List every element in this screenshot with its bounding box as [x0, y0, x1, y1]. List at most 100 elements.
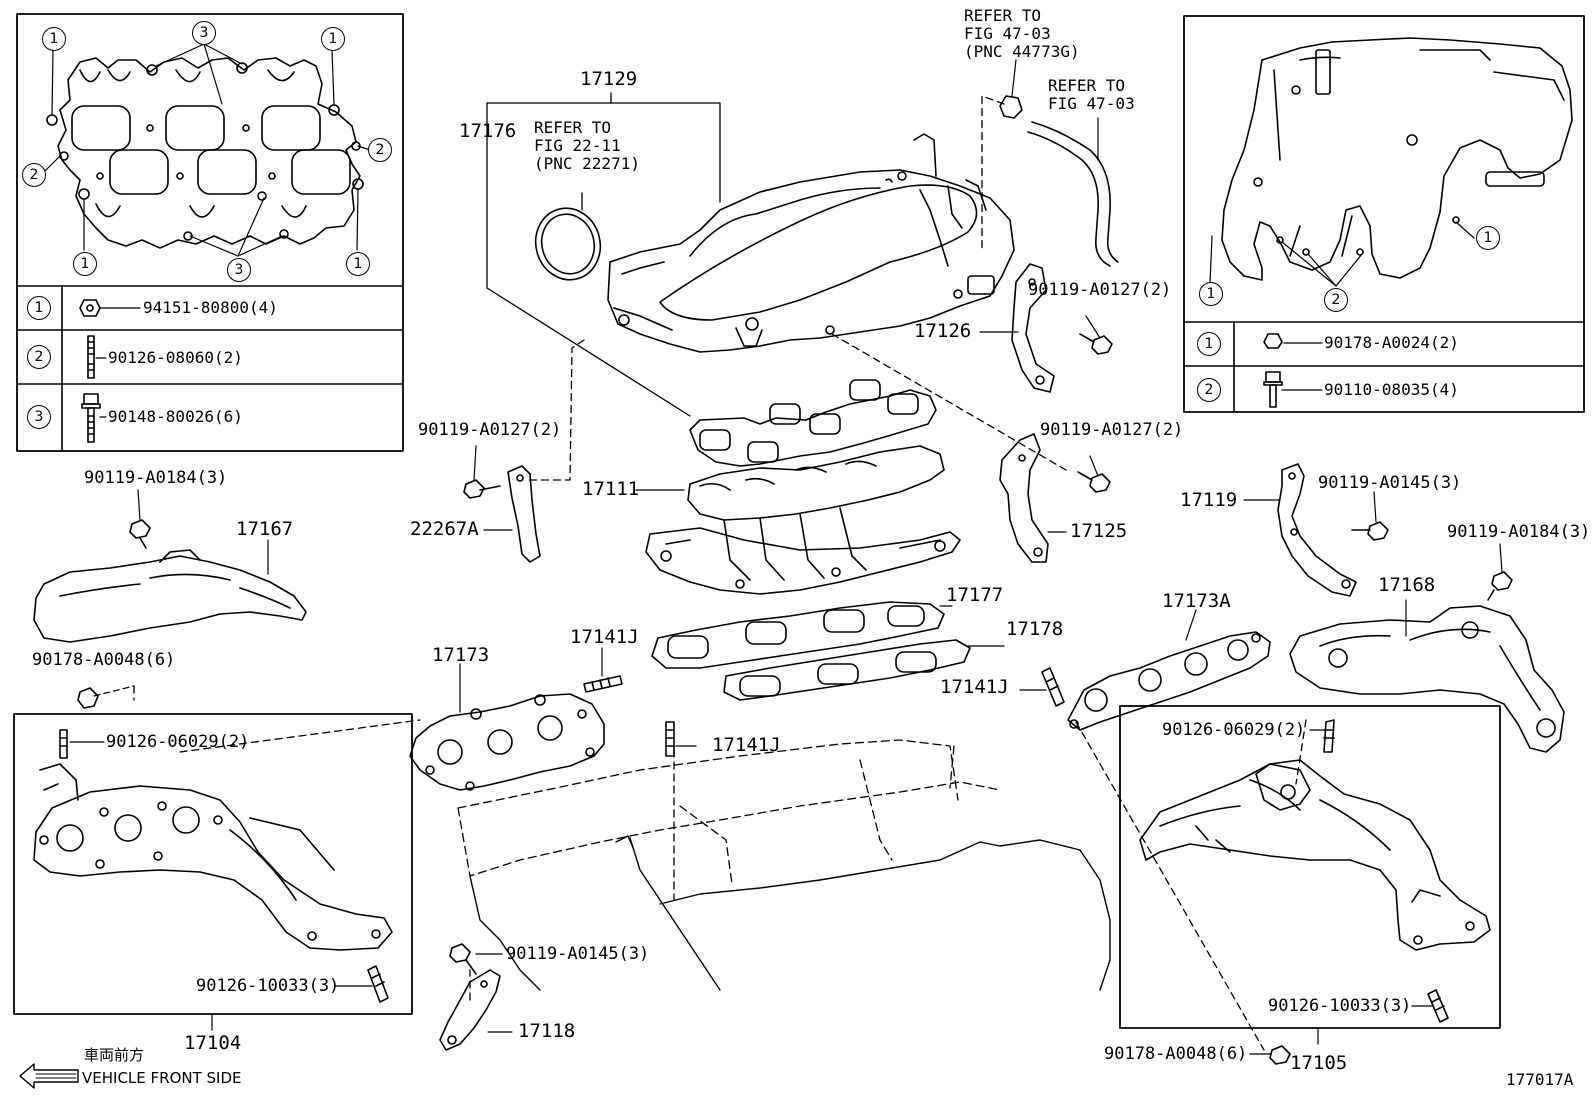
part-label-90126-06029-l: 90126-06029(2) [106, 732, 250, 752]
bolt-90119-a0184-r-drawing [1487, 543, 1513, 601]
dashed-leaders [133, 95, 1307, 1051]
refer-note-44773g: REFER TO FIG 47-03 (PNC 44773G) [964, 6, 1080, 61]
plenum-rear-view-drawing [1221, 37, 1573, 281]
legend-nut-icon [79, 299, 101, 317]
bracket-17126-drawing [979, 263, 1055, 393]
part-label-17125: 17125 [1070, 520, 1128, 542]
part-label-90119-a0145-b: 90119-A0145(3) [506, 944, 650, 964]
intake-plenum-drawing [607, 133, 1015, 353]
part-label-17177: 17177 [946, 584, 1004, 606]
callout-3: 3 [227, 258, 251, 282]
part-label-90119-a0184-r: 90119-A0184(3) [1447, 522, 1591, 542]
nut-90178-a0048-l-drawing [77, 685, 135, 709]
legend-r-part-1: 90178-A0024(2) [1324, 333, 1459, 352]
stud-90126-06029-r-drawing [1309, 719, 1335, 753]
gasket-17177-drawing [651, 601, 953, 669]
legend-part-2: 90126-08060(2) [108, 348, 243, 367]
legend-stud-icon [87, 335, 95, 379]
part-label-17104: 17104 [184, 1032, 242, 1054]
legend-part-3: 90148-80026(6) [108, 407, 243, 426]
part-label-90126-06029-r: 90126-06029(2) [1162, 720, 1306, 740]
stud-17141j-c-drawing [1019, 667, 1065, 707]
legend-num-3: 3 [27, 405, 51, 429]
exhaust-gasket-17173-drawing [409, 663, 605, 791]
stud-90126-10033-l-drawing [335, 965, 389, 1003]
stud-90126-10033-r-drawing [1411, 989, 1449, 1023]
legend-bolt-icon [81, 393, 101, 443]
legend-flange-nut-icon [1263, 333, 1283, 349]
bolt-90119-a0127-a-drawing [1079, 315, 1113, 355]
box-17104 [13, 713, 413, 1031]
legend-num-1: 1 [27, 296, 51, 320]
inset-plenum-box [1183, 15, 1585, 413]
intake-plenum-gasket-drawing [46, 57, 364, 249]
part-label-17126: 17126 [914, 320, 972, 342]
part-label-17141j-b: 17141J [712, 734, 781, 756]
callout-2: 2 [368, 138, 392, 162]
part-label-17111: 17111 [582, 478, 640, 500]
engine-block-solid [469, 835, 1111, 991]
vehicle-front-jp: 車両前方 [84, 1046, 145, 1064]
legend-part-1: 94151-80800(4) [143, 298, 278, 317]
part-label-90178-a0048-r: 90178-A0048(6) [1104, 1044, 1248, 1064]
exhaust-manifold-17105-drawing [1139, 759, 1491, 951]
vehicle-front-en: VEHICLE FRONT SIDE [82, 1069, 242, 1087]
vehicle-front-arrow-icon [19, 1063, 79, 1089]
heat-insulator-17168-drawing [1289, 599, 1565, 753]
bracket-17125-drawing [999, 433, 1067, 563]
bolt-90119-a0145-b-drawing [449, 943, 503, 975]
part-label-90119-a0127-b: 90119-A0127(2) [418, 420, 562, 440]
stud-17141j-a-drawing [583, 647, 623, 693]
callout-1: 1 [73, 252, 97, 276]
part-label-17141j-c: 17141J [940, 676, 1009, 698]
part-label-17173a: 17173A [1162, 590, 1231, 612]
label-bracket-17129 [486, 92, 721, 417]
exhaust-manifold-17104-drawing [33, 763, 393, 951]
bracket-22267a-drawing [483, 465, 541, 563]
legend-r-part-2: 90110-08035(4) [1324, 380, 1459, 399]
part-label-22267a: 22267A [410, 518, 479, 540]
engine-block-outline [457, 739, 1001, 885]
callout-3: 3 [192, 21, 216, 45]
box-17105 [1119, 705, 1501, 1045]
callout-1: 1 [321, 27, 345, 51]
part-label-17129: 17129 [580, 68, 638, 90]
part-label-17119: 17119 [1180, 489, 1238, 511]
part-label-17105: 17105 [1290, 1052, 1348, 1074]
part-label-17168: 17168 [1378, 574, 1436, 596]
heat-insulator-17167-drawing [33, 539, 307, 643]
legend-r-num-2: 2 [1197, 378, 1221, 402]
legend-num-2: 2 [27, 345, 51, 369]
part-label-17118: 17118 [518, 1020, 576, 1042]
callout-1: 1 [1199, 282, 1223, 306]
exhaust-gasket-17173a-drawing [1067, 609, 1271, 731]
part-label-17176: 17176 [459, 120, 517, 142]
part-label-90126-10033-l: 90126-10033(3) [196, 976, 340, 996]
inset-gasket-box [16, 13, 404, 452]
gasket-17178-drawing [723, 639, 1005, 701]
throttle-body-gasket-drawing [534, 207, 602, 281]
refer-note-47-03: REFER TO FIG 47-03 [1048, 76, 1135, 113]
part-label-90178-a0048-l: 90178-A0048(6) [32, 650, 176, 670]
part-label-17173: 17173 [432, 644, 490, 666]
bracket-17119-drawing [1243, 463, 1357, 597]
legend-flange-bolt-icon [1263, 371, 1283, 408]
inset-leader-lines [43, 43, 371, 257]
bracket-17118-drawing [439, 969, 513, 1051]
stud-17141j-b-drawing [665, 721, 697, 757]
callout-2: 2 [22, 163, 46, 187]
part-label-17178: 17178 [1006, 618, 1064, 640]
callout-1: 1 [42, 27, 66, 51]
bolt-90119-a0145-a-drawing [1351, 491, 1389, 541]
part-label-90119-a0127-a: 90119-A0127(2) [1028, 280, 1172, 300]
stud-90126-06029-l-drawing [59, 729, 105, 759]
bolt-90119-a0184-l-drawing [129, 489, 151, 549]
intake-manifold-gasket-17176 [689, 379, 937, 467]
part-label-90119-a0184-l: 90119-A0184(3) [84, 468, 228, 488]
intake-manifold-17111-drawing [645, 445, 961, 595]
part-label-90119-a0145-a: 90119-A0145(3) [1318, 473, 1462, 493]
part-label-90126-10033-r: 90126-10033(3) [1268, 996, 1412, 1016]
part-label-90119-a0127-c: 90119-A0127(2) [1040, 420, 1184, 440]
vacuum-hose-drawing [999, 59, 1119, 267]
